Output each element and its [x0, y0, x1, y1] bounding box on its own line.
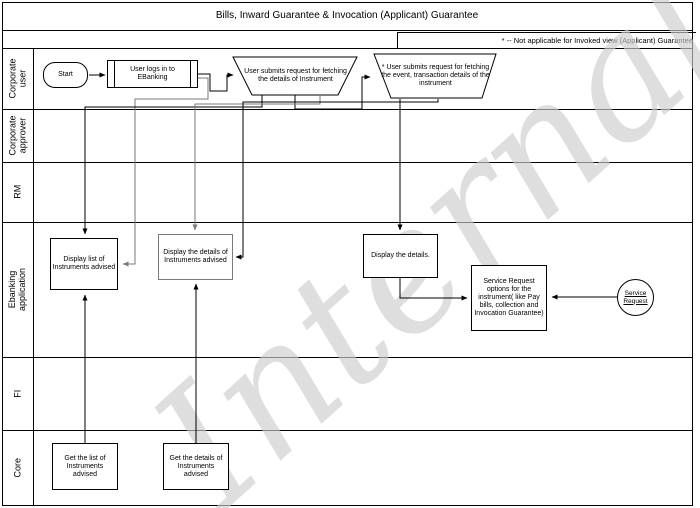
lane-separator [2, 430, 692, 431]
lane-label-separator [33, 48, 34, 505]
lane-separator [2, 48, 692, 49]
fetch-details-manual-step: User submits request for fetching the de… [232, 56, 359, 96]
service-request-connector: Service Request [617, 279, 654, 316]
start-terminator: Start [43, 62, 88, 88]
lane-separator [2, 357, 692, 358]
display-the-details-step: Display the details. [363, 234, 438, 278]
display-list-step: Display list of Instruments advised [50, 238, 118, 290]
fetch-event-manual-step: * User submits request for fetching the … [373, 53, 498, 99]
swimlane-label-fi: FI [12, 389, 23, 398]
trapezoid-shape [373, 53, 497, 99]
swimlane-label-rm: RM [12, 185, 23, 199]
service-options-step: Service Request options for the instrume… [471, 265, 547, 331]
get-list-step: Get the list of Instruments advised [52, 443, 118, 490]
lane-separator [2, 222, 692, 223]
display-details-step: Display the details of Instruments advis… [158, 234, 233, 280]
swimlane-label-core: Core [12, 457, 23, 478]
login-predefined-process: User logs in to EBanking [107, 60, 198, 88]
lane-separator [2, 162, 692, 163]
diagram-border [2, 2, 693, 506]
swimlane-label-corporate-approver: Corporate approver [7, 115, 28, 156]
note: * -- Not applicable for Invoked view (Ap… [397, 32, 696, 48]
diagram-title: Bills, Inward Guarantee & Invocation (Ap… [215, 10, 479, 21]
swimlane-label-corporate-user: Corporate user [7, 58, 28, 99]
lane-separator [2, 109, 692, 110]
title-separator [2, 30, 692, 31]
swimlane-label-ebanking: Ebanking application [7, 267, 28, 312]
get-details-step: Get the details of Instruments advised [163, 443, 229, 490]
